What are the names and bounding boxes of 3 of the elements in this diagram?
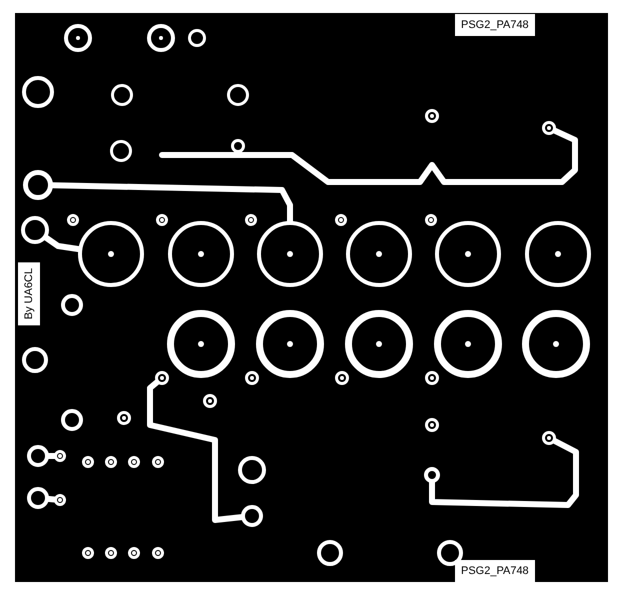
author-label: By UA6CL — [18, 262, 40, 326]
board-label: PSG2_PA748 — [455, 560, 535, 582]
board-label: PSG2_PA748 — [455, 14, 535, 36]
